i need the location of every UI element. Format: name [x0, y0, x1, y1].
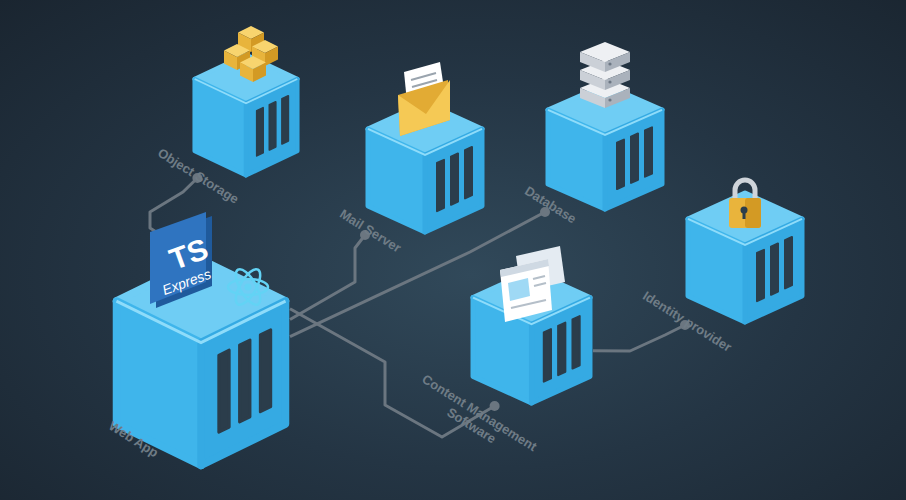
react-atom-icon: [228, 266, 268, 309]
cube-left: [688, 219, 745, 322]
cube-slot: [465, 147, 472, 198]
cube-slot: [451, 153, 458, 204]
cube-slot: [240, 340, 250, 422]
cube-slot: [757, 250, 764, 301]
svg-ellipse: [228, 279, 268, 295]
svg-polygon: [500, 259, 549, 277]
cube-left: [195, 79, 246, 175]
object-storage-icon: [224, 26, 278, 82]
cube-right: [246, 79, 297, 175]
svg-line: [511, 300, 546, 308]
cube-slot: [631, 133, 638, 183]
cube-slot: [645, 127, 652, 177]
database-icon: [580, 42, 630, 108]
svg-rect: [729, 198, 761, 228]
cube-right: [605, 110, 662, 209]
svg-line: [533, 276, 545, 279]
cube-slot: [617, 140, 624, 190]
cube-right: [745, 219, 802, 322]
cube-slot: [771, 243, 778, 294]
wire-dot: [490, 401, 500, 411]
cube-slot: [260, 330, 270, 412]
svg-ellipse: [231, 266, 265, 309]
cube-left: [548, 110, 605, 209]
padlock-icon: [729, 180, 761, 228]
cube-left: [368, 129, 425, 232]
svg-ellipse: [231, 266, 265, 309]
mail-icon: [398, 62, 450, 136]
cube-slot: [282, 96, 288, 144]
cube-slot: [573, 316, 580, 369]
svg-rect: [745, 198, 761, 228]
cube-right: [532, 298, 590, 403]
cube-slot: [437, 160, 444, 211]
svg-line: [411, 73, 436, 80]
cube-slot: [269, 102, 275, 150]
svg-rect: [743, 211, 746, 219]
svg-use: [240, 56, 266, 82]
svg-polygon: [398, 80, 450, 136]
cube-slot: [785, 237, 792, 288]
svg-circle: [245, 284, 252, 291]
network-wire: [593, 320, 690, 351]
svg-use: [580, 42, 630, 72]
wire-line: [593, 325, 685, 351]
cube-right: [425, 129, 482, 232]
typescript-logo: [150, 212, 212, 308]
cube-slot: [219, 350, 229, 432]
svg-polygon: [508, 278, 530, 301]
svg-polygon: [398, 80, 450, 136]
svg-polygon: [500, 259, 552, 322]
cube-slot: [544, 329, 551, 382]
cube-right: [201, 301, 286, 465]
cube-slot: [558, 323, 565, 376]
svg-line: [534, 283, 546, 286]
cube-slot: [257, 108, 263, 156]
cms-icon: [500, 246, 565, 322]
